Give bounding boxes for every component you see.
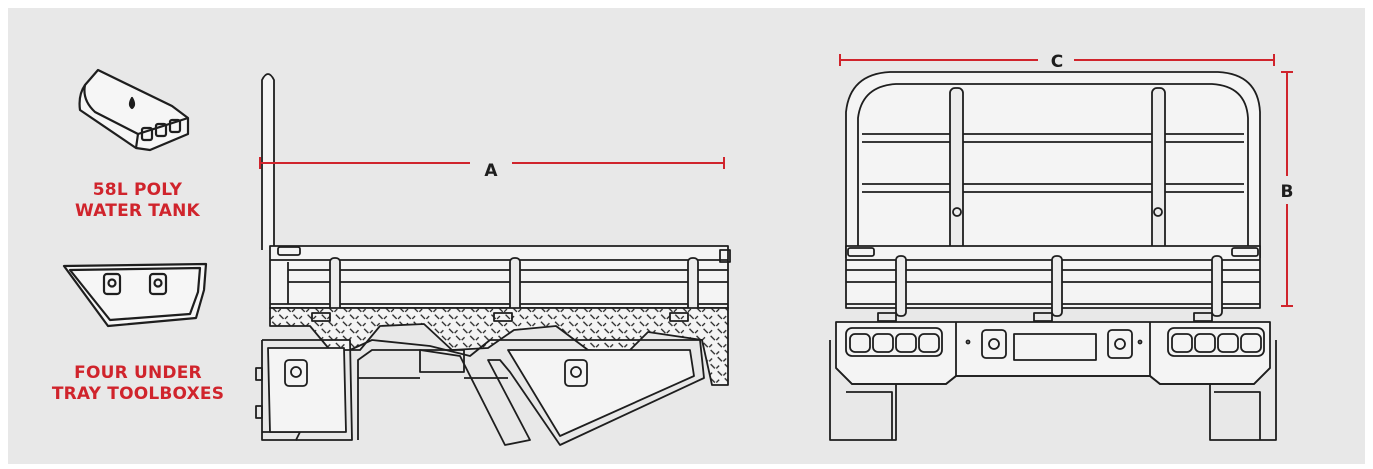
dimension-b: B	[1281, 71, 1294, 307]
toolbox-icon	[62, 262, 208, 328]
water-tank-label-line-1: 58L POLY	[92, 180, 183, 200]
water-tank-icon	[78, 68, 190, 152]
toolbox-label-line-2: TRAY TOOLBOXES	[51, 384, 225, 404]
dimension-a: A	[259, 157, 725, 181]
water-tank-label-line-2: WATER TANK	[75, 201, 200, 221]
dimension-b-label: B	[1281, 182, 1294, 202]
toolbox-label-line-1: FOUR UNDER	[74, 363, 202, 383]
side-view-tray	[255, 73, 731, 446]
toolbox-label: FOUR UNDER TRAY TOOLBOXES	[28, 363, 248, 405]
dimension-c: C	[839, 52, 1275, 72]
rear-view-tray	[829, 71, 1277, 441]
dimension-a-label: A	[484, 161, 498, 181]
dimension-c-label: C	[1051, 52, 1063, 72]
water-tank-label: 58L POLY WATER TANK	[50, 180, 225, 222]
